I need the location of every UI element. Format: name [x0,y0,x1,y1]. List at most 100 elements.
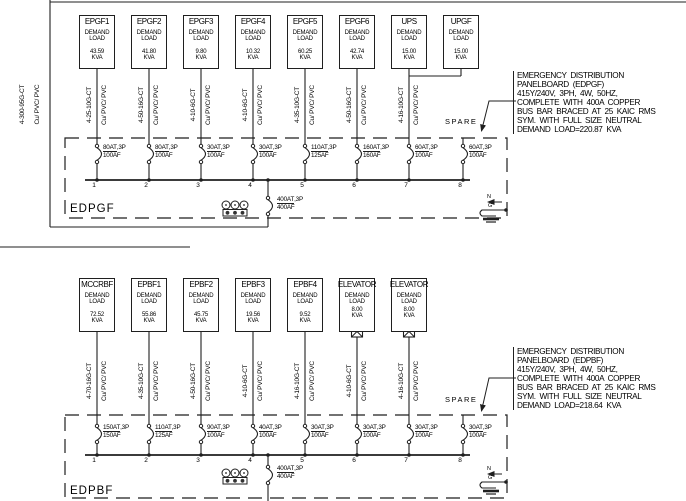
circuit-number: 1 [92,457,96,464]
neutral-label: N [487,194,491,200]
feeder-material-label: Cu/ PVC/ PVC [413,361,420,401]
feeder-cable-label: 4-16-10G-CT [398,362,405,400]
feeder-material-label: Cu/ PVC/ PVC [309,85,316,125]
load-label: LOAD [89,36,105,42]
p2-wiring [96,332,464,501]
circuit-number: 3 [196,457,200,464]
circuit-number: 3 [196,182,200,189]
circuit-number: 7 [404,182,408,189]
p1-bus-taps [95,178,465,182]
panel-name: EDPGF [70,203,115,215]
circuit-number: 5 [300,182,304,189]
kva-value: 43.59 [89,49,104,55]
p1-note-leader [480,100,516,132]
circuit-number: 5 [300,457,304,464]
feeder-material-label: Cu/ PVC/ PVC [257,361,264,401]
feeder-cable-label: 4-50-16G-CT [190,362,197,400]
feeder-cable-label: 4-10-6G-CT [242,88,249,122]
feeder-cable-label: 4-35-10G-CT [138,362,145,400]
feeder-cable-label: 4-50-16G-CT [138,86,145,124]
feeder-material-label: Cu/ PVC/ PVC [361,85,368,125]
feeder-material-label: Cu/ PVC/ PVC [101,85,108,125]
ground-label: G [488,475,493,481]
ground-label: G [488,203,493,209]
feeder-material-label: Cu/ PVC/ PVC [361,361,368,401]
feeder-material-label: Cu/ PVC/ PVC [153,85,160,125]
neutral-label: N [487,466,491,472]
p2-meter [221,468,249,485]
p1-main-breaker-symbol [265,195,274,217]
incoming-material-label: Cu/ PVC/ PVC [34,84,41,125]
circuit-number: 4 [248,457,252,464]
feeder-cable-label: 4-16-10G-CT [294,362,301,400]
kva-unit: KVA [91,55,103,61]
p2-bus-taps [95,453,465,457]
feeder-material-label: Cu/ PVC/ PVC [153,361,160,401]
feeder-cable-label: 4-70-16G-CT [86,362,93,400]
spare-label: SPARE [445,395,478,404]
p2-panel-boundary [64,414,508,499]
feeder-material-label: Cu/ PVC/ PVC [205,361,212,401]
circuit-number: 6 [352,457,356,464]
circuit-number: 4 [248,182,252,189]
feeder-cable-label: 4-50-16G-CT [346,86,353,124]
circuit-number: 1 [92,182,96,189]
feeder-material-label: Cu/ PVC/ PVC [257,85,264,125]
demand-label: DEMAND [84,30,110,36]
p2-note-leader [480,377,516,412]
load-title: EPGF1 [84,17,110,26]
circuit-number: 6 [352,182,356,189]
feeder-material-label: Cu/ PVC/ PVC [309,361,316,401]
p1-meter [221,200,249,217]
panel-name: EDPBF [70,485,114,497]
circuit-number: 2 [144,182,148,189]
p1-wiring [49,0,686,228]
feeder-material-label: Cu/ PVC/ PVC [413,85,420,125]
circuit-number: 8 [458,182,462,189]
circuit-number: 2 [144,457,148,464]
p2-main-breaker-symbol [265,464,274,486]
feeder-cable-label: 4-10-6G-CT [346,364,353,398]
feeder-cable-label: 4-25-10G-CT [86,86,93,124]
feeder-cable-label: 4-10-6G-CT [242,364,249,398]
feeder-material-label: Cu/ PVC/ PVC [101,361,108,401]
p1-ng-bond [480,202,508,222]
p1-panel-boundary [64,137,508,219]
spare-label: SPARE [445,117,478,126]
circuit-number: 8 [458,457,462,464]
